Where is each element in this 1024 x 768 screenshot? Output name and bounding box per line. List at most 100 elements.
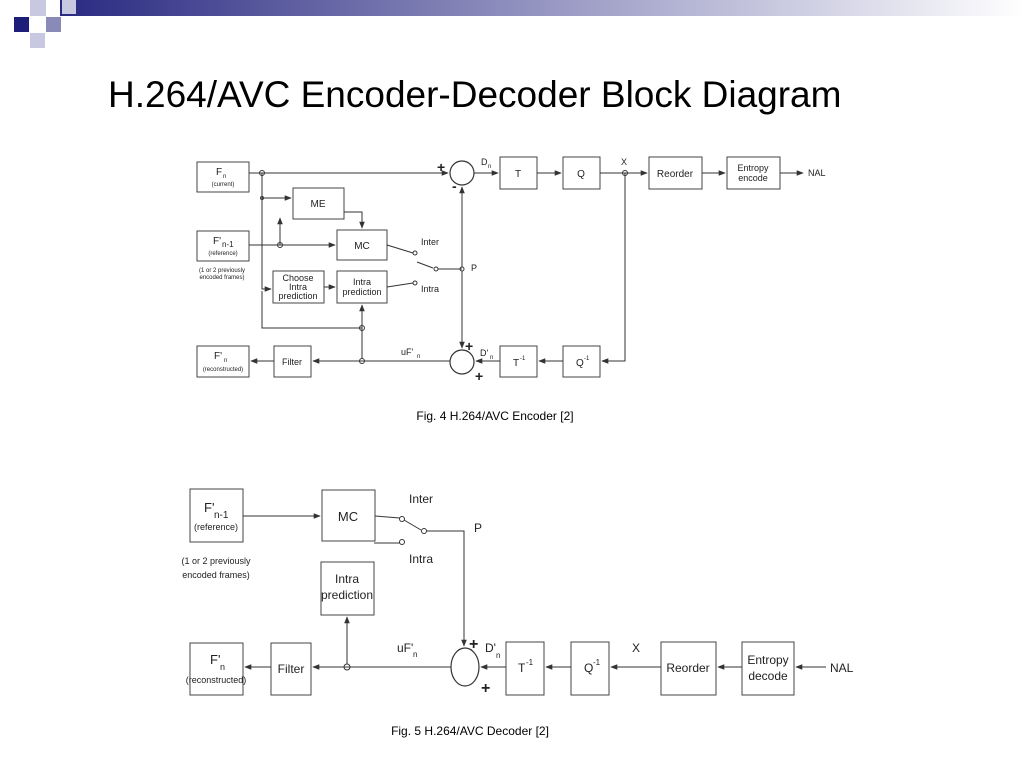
dec-x-label: X — [632, 641, 640, 655]
dec-fn1-sub: n-1 — [214, 510, 229, 521]
enc-fn1-sub: n-1 — [222, 240, 234, 249]
encoder-diagram: F n (current) F' n-1 (reference) (1 or 2… — [196, 156, 826, 423]
dec-intra-pred-block — [320, 561, 375, 616]
dec-t-inv-sup: -1 — [526, 658, 534, 667]
enc-q-inv-sup: -1 — [584, 356, 590, 362]
enc-fn-main: F — [216, 167, 222, 178]
enc-inter-label: Inter — [421, 237, 439, 247]
banner-square-4 — [30, 33, 45, 48]
banner-square-3 — [46, 17, 61, 32]
dec-q-inv-main: Q — [584, 661, 593, 675]
dec-intra-pred-2: prediction — [321, 588, 373, 602]
enc-ufn-main: uF' — [401, 347, 414, 357]
banner-square-5 — [62, 0, 76, 14]
dec-fnr-main: F' — [210, 652, 220, 667]
enc-fn-sub: n — [223, 174, 226, 180]
dec-fnr-sub: n — [220, 662, 225, 672]
dec-p-label: P — [474, 521, 482, 535]
enc-me-block — [292, 187, 345, 220]
enc-dnp-sub: n — [490, 355, 493, 361]
dec-fn-reconstructed-block — [189, 642, 244, 696]
enc-q-label: Q — [577, 169, 585, 180]
enc-fn-current-block — [196, 161, 250, 193]
enc-intra-pred-2: prediction — [342, 287, 381, 297]
enc-prev-note-1: (1 or 2 previously — [199, 268, 245, 274]
enc-t-inv-main: T — [513, 358, 519, 369]
enc-choose-3: prediction — [278, 291, 317, 301]
enc-fn1-main: F' — [213, 236, 221, 247]
dec-fn1-paren: (reference) — [194, 522, 238, 532]
enc-fn-reconstructed-block — [196, 345, 250, 378]
enc-q-inv-main: Q — [576, 358, 584, 369]
dec-entropy-2: decode — [748, 669, 788, 683]
enc-dnp-main: D' — [480, 348, 488, 358]
dec-caption: Fig. 5 H.264/AVC Decoder [2] — [391, 724, 549, 738]
dec-summer — [450, 647, 480, 687]
enc-choose-2: Intra — [289, 282, 307, 292]
enc-plus-bottom-1: + — [465, 338, 473, 354]
enc-fnr-paren: (reconstructed) — [203, 367, 243, 373]
enc-prev-note-2: encoded frames) — [199, 275, 244, 281]
dec-connectors — [243, 513, 826, 671]
enc-fn1-reference-block — [196, 230, 250, 262]
enc-p-label: P — [471, 263, 477, 273]
dec-ufn-main: uF' — [397, 641, 413, 655]
header-banner — [14, 0, 1024, 48]
dec-mc-block — [321, 489, 376, 542]
dec-t-inv-main: T — [518, 661, 526, 675]
enc-fn-paren: (current) — [212, 182, 235, 188]
dec-fn1-main: F' — [204, 500, 214, 515]
enc-dn-main: D — [481, 157, 488, 167]
dec-entropy-1: Entropy — [747, 653, 788, 667]
dec-prev-note-1: (1 or 2 previously — [181, 556, 251, 566]
dec-t-inv-block — [505, 641, 545, 696]
dec-inter-label: Inter — [409, 492, 433, 506]
enc-plus-bottom-2: + — [475, 368, 483, 384]
enc-intra-label: Intra — [421, 284, 439, 294]
enc-me-label: ME — [311, 199, 326, 210]
dec-filter-block — [270, 642, 312, 696]
enc-entropy-encode-block — [726, 156, 781, 190]
enc-mc-block — [336, 229, 388, 261]
dec-plus-bottom: + — [481, 680, 490, 697]
dec-filter-label: Filter — [278, 662, 305, 676]
enc-entropy-1: Entropy — [737, 163, 769, 173]
enc-entropy-2: encode — [738, 173, 768, 183]
enc-q-block — [562, 156, 601, 190]
enc-fnr-main: F' — [214, 351, 222, 362]
dec-q-inv-block — [570, 641, 610, 696]
enc-summer-bottom — [449, 349, 475, 375]
enc-t-inv-block — [499, 345, 538, 378]
enc-mc-label: MC — [354, 241, 370, 252]
dec-entropy-decode-block — [741, 641, 795, 696]
enc-caption: Fig. 4 H.264/AVC Encoder [2] — [416, 409, 573, 423]
dec-prev-note-2: encoded frames) — [182, 570, 250, 580]
enc-minus-top: - — [452, 178, 457, 194]
dec-fnr-paren: (reconstructed) — [186, 675, 247, 685]
dec-reorder-label: Reorder — [666, 661, 709, 675]
banner-square-1 — [14, 17, 29, 32]
dec-dnp-sub: n — [496, 651, 500, 660]
enc-fn1-paren: (reference) — [208, 251, 237, 257]
banner-square-2 — [30, 0, 46, 16]
dec-dnp-main: D' — [485, 641, 496, 655]
dec-mc-label: MC — [338, 509, 358, 524]
enc-ufn-sub: n — [417, 354, 420, 360]
enc-intra-pred-1: Intra — [353, 277, 371, 287]
slide-title: H.264/AVC Encoder-Decoder Block Diagram — [108, 74, 842, 115]
dec-nal-label: NAL — [830, 661, 854, 675]
enc-reorder-label: Reorder — [657, 169, 694, 180]
enc-choose-1: Choose — [282, 273, 313, 283]
dec-q-inv-sup: -1 — [593, 658, 601, 667]
enc-fnr-sub: n — [224, 358, 227, 364]
enc-x-label: X — [621, 157, 627, 167]
dec-plus-top: + — [469, 636, 478, 653]
dec-intra-label: Intra — [409, 552, 433, 566]
decoder-diagram: F' n-1 (reference) (1 or 2 previously en… — [181, 488, 854, 738]
dec-reorder-block — [660, 641, 717, 696]
enc-connectors — [249, 170, 804, 364]
enc-nal-label: NAL — [808, 168, 826, 178]
enc-q-inv-block — [562, 345, 601, 378]
dec-intra-pred-1: Intra — [335, 572, 359, 586]
